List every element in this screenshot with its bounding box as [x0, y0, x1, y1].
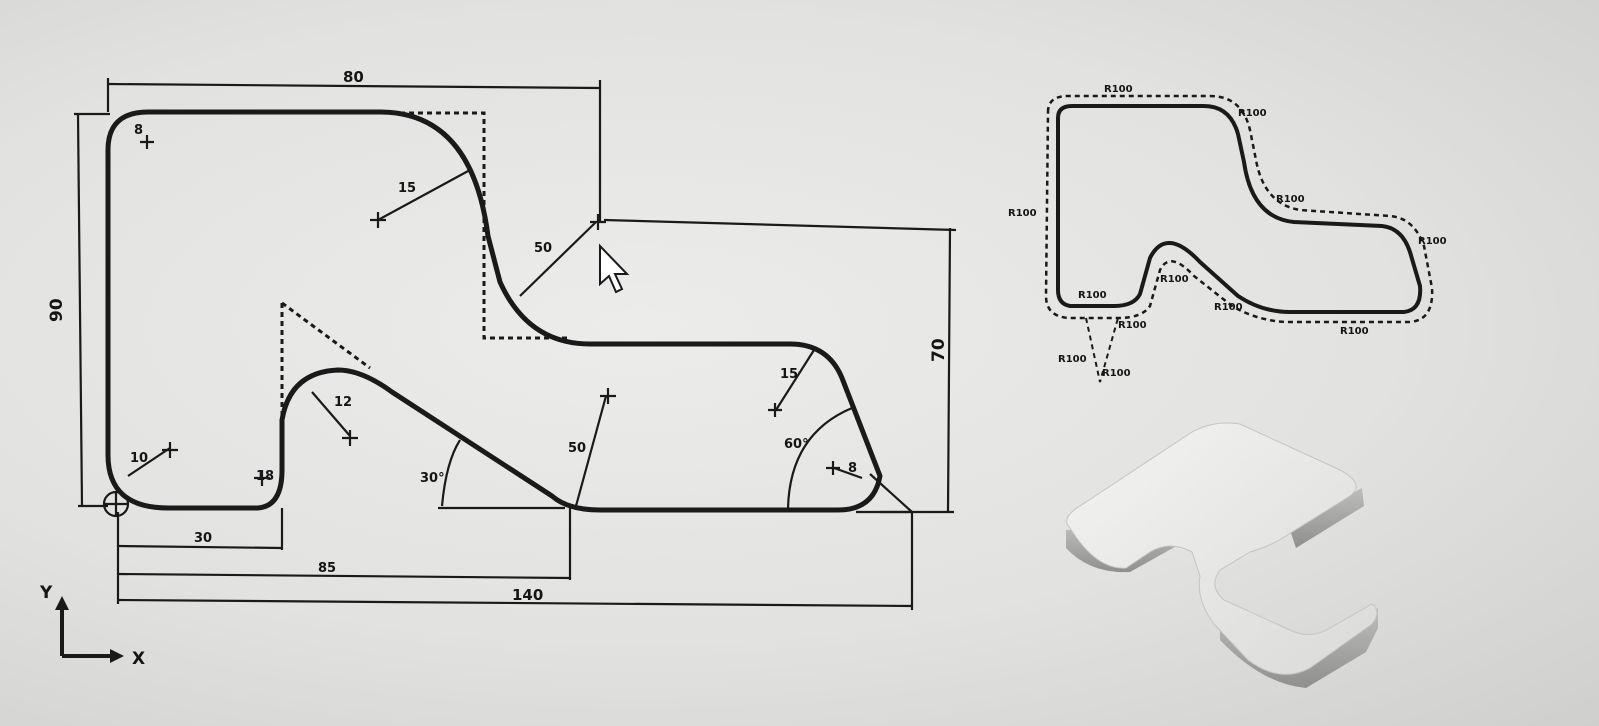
toolpath-offset [1044, 94, 1434, 324]
dim-line-bottom-total [117, 598, 913, 608]
dim-line-right [946, 227, 952, 513]
dim-top-width-label: 80 [343, 68, 364, 86]
radius-leader-left-bottom [127, 447, 171, 477]
angle-slope-arc [440, 439, 461, 507]
dim-bottom-1-label: 30 [194, 531, 212, 546]
center-marks [140, 135, 840, 486]
part-3d-render [1066, 422, 1378, 688]
origin-crosshair [104, 492, 128, 516]
dim-ext-right-top [603, 218, 957, 232]
angle-right-label: 60° [784, 437, 809, 452]
radius-left-bottom-label: 10 [130, 451, 148, 466]
angle-slope-label: 30° [420, 471, 445, 486]
dim-left-height-label: 90 [47, 298, 67, 322]
radius-mid-bottom-label: 50 [568, 441, 586, 456]
dim-bottom-2-label: 85 [318, 561, 336, 576]
y-axis-label: Y [39, 583, 53, 603]
angle-right-arc [786, 406, 853, 509]
toolpath-label-7: R100 [1078, 290, 1107, 301]
dim-right-height-label: 70 [929, 338, 949, 362]
part-outline [105, 109, 883, 513]
dim-line-bottom-1 [117, 544, 283, 550]
toolpath-contour [1056, 104, 1423, 314]
radius-leader-right-upper [775, 349, 815, 411]
radius-upper-mid-label: 15 [398, 181, 416, 196]
slope-construction-diagonal [281, 301, 371, 370]
radius-right-bottom-label: 8 [848, 461, 857, 476]
construction-rectangle [400, 111, 568, 340]
toolpath-preview: R100 R100 R100 R100 R100 R100 R100 R100 … [1008, 84, 1447, 383]
toolpath-label-1: R100 [1104, 84, 1133, 95]
toolpath-label-6: R100 [1160, 274, 1189, 285]
toolpath-label-3: R100 [1008, 208, 1037, 219]
radius-right-upper-label: 15 [780, 367, 798, 382]
radius-leader-upper [377, 169, 471, 221]
radius-slot-left-label: 18 [256, 469, 274, 484]
dim-line-top [107, 82, 601, 90]
toolpath-label-11: R100 [1058, 354, 1087, 365]
toolpath-label-5: R100 [1418, 236, 1447, 247]
toolpath-label-2: R100 [1238, 108, 1267, 119]
radius-leader-bump [311, 391, 351, 437]
dim-line-bottom-2 [117, 572, 571, 580]
radius-s-curve-label: 50 [534, 241, 552, 256]
radius-leader-mid-bottom [574, 395, 608, 507]
y-axis-arrow-icon [55, 596, 69, 610]
dim-bottom-total-label: 140 [512, 586, 543, 604]
toolpath-label-10: R100 [1118, 320, 1147, 331]
x-axis-arrow-icon [110, 649, 124, 663]
toolpath-label-4: R100 [1276, 194, 1305, 205]
toolpath-label-12: R100 [1102, 368, 1131, 379]
mouse-cursor-icon [599, 243, 630, 294]
angle-right-extension [869, 473, 913, 513]
main-drawing: 80 90 70 15 50 8 10 18 12 30° 50 15 [39, 68, 957, 669]
part-3d-top-face [1066, 422, 1378, 675]
toolpath-label-9: R100 [1340, 326, 1369, 337]
dim-line-left [76, 114, 84, 507]
radius-leader-right-bottom [833, 466, 863, 480]
radius-top-left-label: 8 [134, 123, 143, 138]
toolpath-label-8: R100 [1214, 302, 1243, 313]
toolpath-lead-in [1085, 317, 1119, 383]
radius-bump-label: 12 [334, 395, 352, 410]
radius-leader-s-curve [519, 221, 597, 297]
x-axis-label: X [132, 649, 145, 669]
